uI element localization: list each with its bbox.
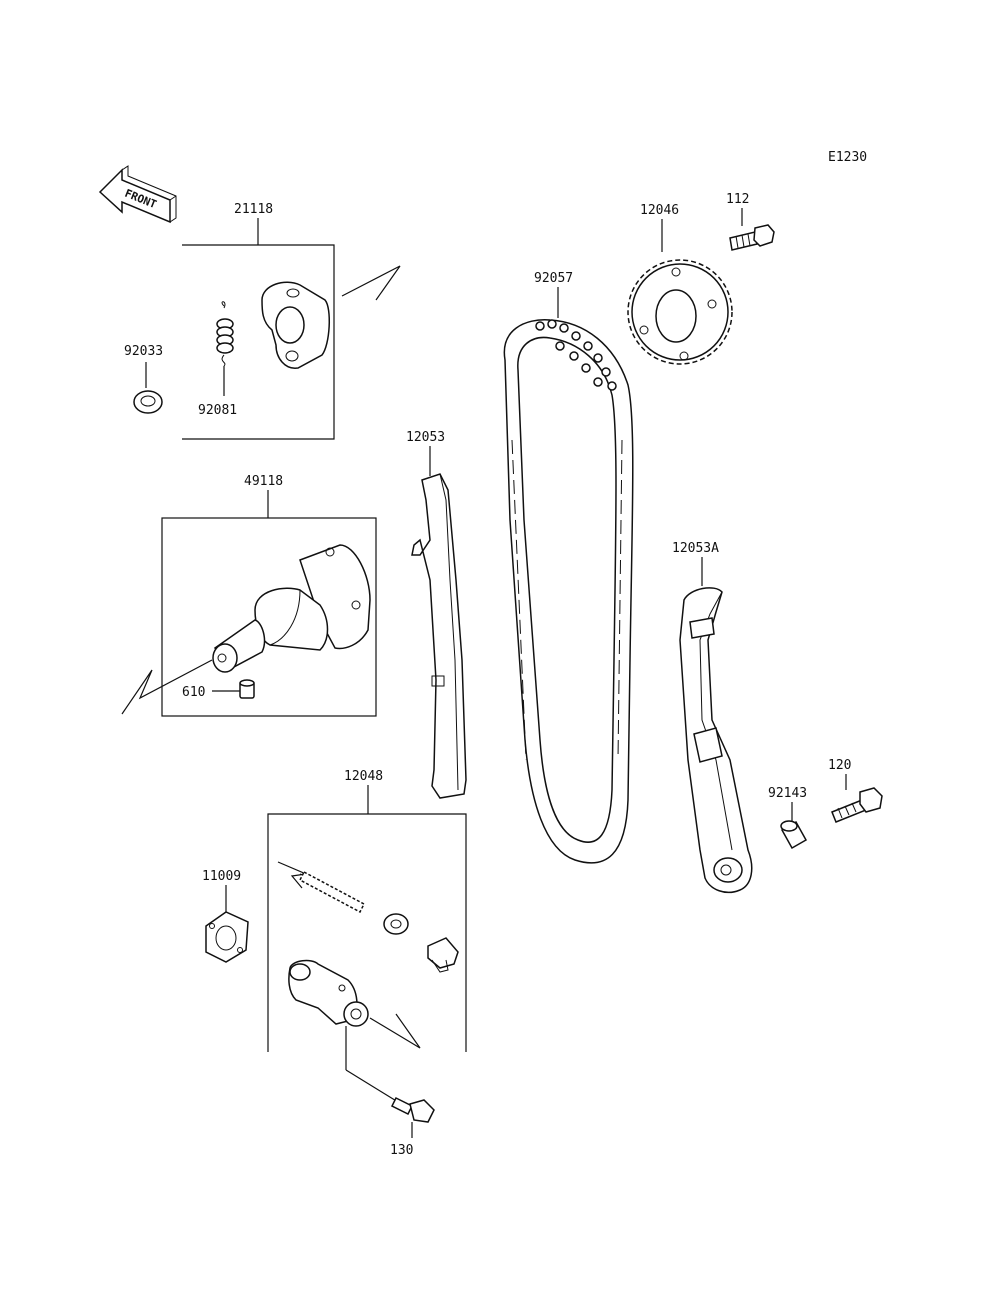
camshaft-49118 [212,544,371,673]
label-21118: 21118 [234,202,273,217]
dowel-pin-610 [239,679,255,699]
label-11009: 11009 [202,869,241,884]
tensioner-spring [277,861,365,914]
label-12053A: 12053A [672,541,719,556]
label-92057: 92057 [534,271,573,286]
washer-92033 [133,390,163,414]
box-12048 [267,813,467,1052]
washer [383,913,409,935]
label-92143: 92143 [768,786,807,801]
front-arrow-icon: FRONT [98,165,177,224]
box-49118 [161,517,377,717]
label-12046: 12046 [640,203,679,218]
tensioner-body [288,959,369,1027]
label-112: 112 [726,192,749,207]
decompression-weight [261,281,330,369]
cap-bolt [427,937,459,973]
label-92033: 92033 [124,344,163,359]
label-120: 120 [828,758,851,773]
spring-92081 [216,301,234,367]
label-12048: 12048 [344,769,383,784]
sprocket-12046 [627,259,733,365]
label-610: 610 [182,685,205,700]
label-49118: 49118 [244,474,283,489]
label-12053: 12053 [406,430,445,445]
chain-guide-12053 [411,473,467,799]
bolt-112 [729,224,775,251]
gasket-11009 [205,911,249,963]
collar-92143 [780,820,808,850]
label-92081: 92081 [198,403,237,418]
diagram-code: E1230 [828,150,867,165]
box-21118 [182,244,335,440]
cam-chain-92057 [503,319,634,864]
bolt-120 [831,787,883,823]
bolt-130 [390,1096,435,1123]
label-130: 130 [390,1143,413,1158]
tensioner-guide-12053A [679,587,753,894]
